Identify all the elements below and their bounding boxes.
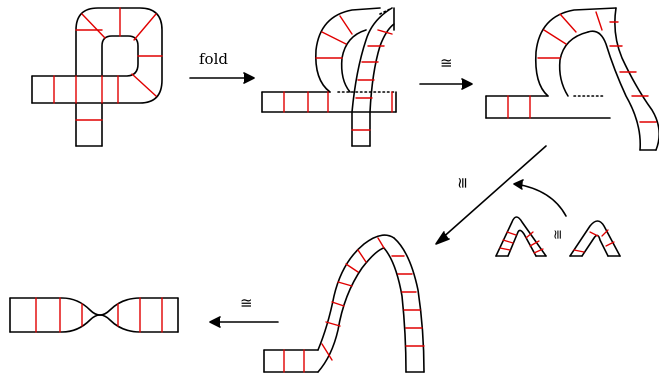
folded-horizontal-strip — [261, 91, 397, 113]
folded-inner-edge — [340, 29, 367, 93]
folded-hidden-edge — [337, 7, 395, 93]
label-iso-1: ≅ — [440, 54, 453, 72]
tail-curve-right — [614, 7, 659, 151]
small-bent-strip-left — [495, 216, 547, 257]
tail-outer-edge — [534, 7, 617, 97]
arch-inner-left — [317, 247, 385, 373]
horizontal-strip — [31, 75, 119, 104]
arch-outer-right — [393, 237, 425, 373]
label-iso-small: ≅ — [550, 229, 566, 240]
folded-flap-left — [351, 7, 393, 113]
arrow-iso-2 — [435, 145, 547, 245]
label-fold: fold — [199, 50, 228, 68]
rungs-figure-4 — [283, 237, 425, 373]
loop-inner-edge — [101, 35, 139, 77]
small-bent-strip-right — [569, 220, 621, 257]
figure-5-twisted-strip — [9, 297, 179, 333]
folded-vertical-stub — [351, 111, 371, 147]
rungs-figure-1 — [53, 7, 163, 121]
figure-4-arch — [263, 234, 425, 373]
figure-2-folded — [261, 7, 397, 147]
figure-3-twisted — [485, 7, 659, 151]
label-iso-3: ≅ — [240, 294, 253, 312]
rungs-figure-3 — [507, 11, 657, 123]
folded-right-edge — [393, 7, 397, 113]
folded-flap-right — [369, 23, 395, 113]
arrow-iso-1 — [419, 78, 473, 90]
arch-inner-right — [383, 247, 407, 373]
tail-horizontal-strip — [485, 95, 611, 119]
rungs-figure-2 — [283, 15, 393, 131]
tail-curve-left — [587, 30, 642, 151]
arch-base-strip — [263, 349, 319, 373]
arch-outer-left — [317, 234, 395, 351]
arrow-curved — [513, 179, 567, 217]
arrow-fold — [189, 72, 255, 84]
vertical-strip — [75, 102, 103, 147]
loop-outer-edge — [75, 7, 163, 104]
label-iso-2: ≅ — [453, 176, 472, 190]
arrow-iso-3 — [209, 316, 279, 328]
folded-outer-edge — [314, 7, 381, 93]
figure-1-loop-band — [31, 7, 163, 147]
tail-inner-edge — [558, 31, 589, 97]
